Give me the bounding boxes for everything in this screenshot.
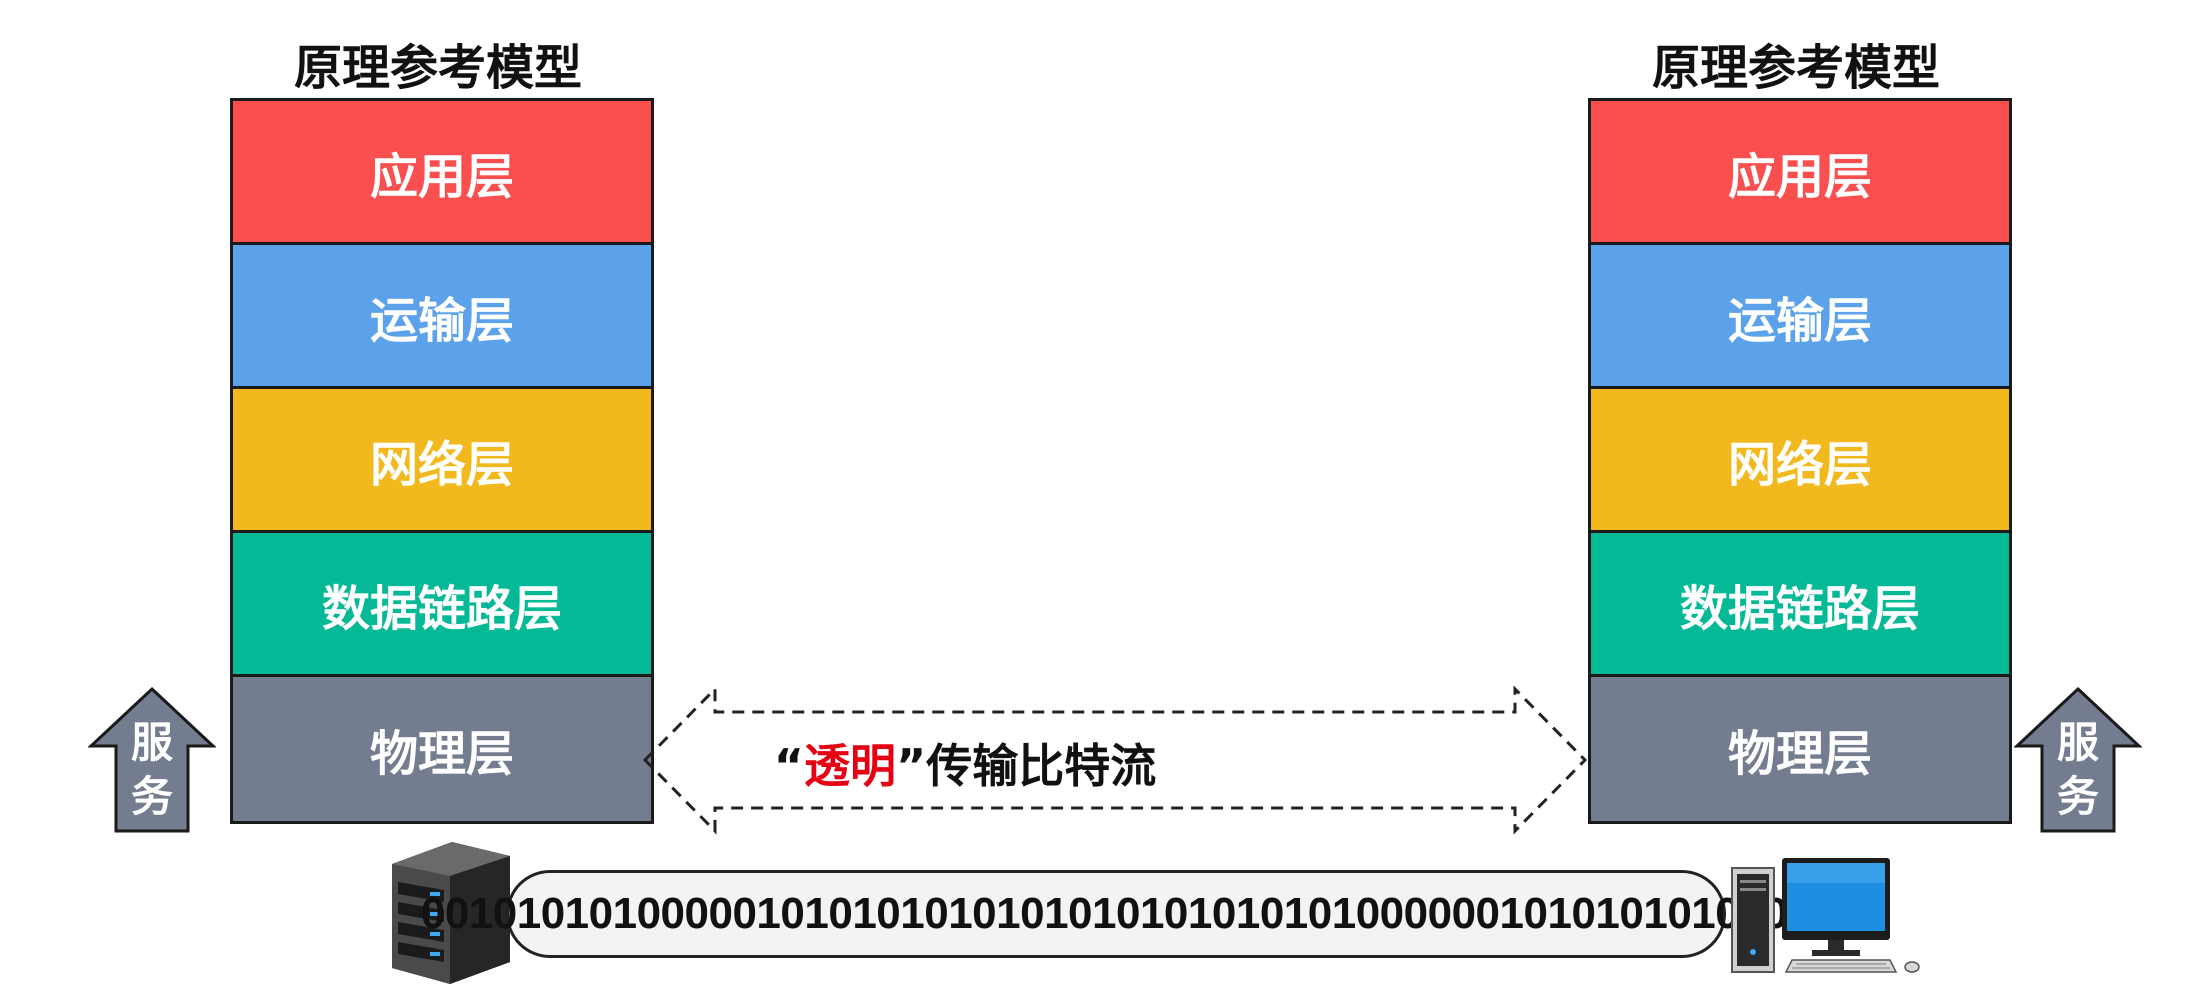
left-network-layer: 网络层 bbox=[233, 389, 651, 533]
quote-open: “ bbox=[773, 739, 804, 793]
left-stack-title: 原理参考模型 bbox=[293, 40, 582, 96]
bitstream-text: 0010101010000010101010101010101010101010… bbox=[420, 889, 1812, 938]
right-service-arrow: 服 务 bbox=[2013, 686, 2143, 834]
right-physical-layer: 物理层 bbox=[1591, 677, 2009, 821]
left-datalink-layer: 数据链路层 bbox=[233, 533, 651, 677]
right-transport-layer: 运输层 bbox=[1591, 245, 2009, 389]
left-application-layer: 应用层 bbox=[233, 101, 651, 245]
left-reference-model-stack: 应用层 运输层 网络层 数据链路层 物理层 bbox=[230, 98, 654, 824]
service-label-line2: 务 bbox=[2056, 772, 2099, 821]
double-headed-dashed-arrow bbox=[642, 685, 1588, 835]
desktop-computer-icon bbox=[1731, 858, 1920, 973]
left-service-arrow: 服 务 bbox=[87, 686, 217, 834]
right-reference-model-stack: 应用层 运输层 网络层 数据链路层 物理层 bbox=[1588, 98, 2012, 824]
transparent-highlight: 透明 bbox=[804, 739, 896, 793]
bitstream-pipe: 0010101010000010101010101010101010101010… bbox=[421, 870, 1812, 958]
right-network-layer: 网络层 bbox=[1591, 389, 2009, 533]
left-transport-layer: 运输层 bbox=[233, 245, 651, 389]
service-label-line1: 服 bbox=[2056, 718, 2099, 767]
up-arrow-icon bbox=[87, 686, 217, 833]
service-label-line2: 务 bbox=[130, 772, 173, 821]
right-stack-title: 原理参考模型 bbox=[1651, 40, 1940, 96]
quote-close: ” bbox=[896, 739, 927, 793]
right-datalink-layer: 数据链路层 bbox=[1591, 533, 2009, 677]
server-icon bbox=[392, 842, 510, 984]
transparent-transmission-label: “透明”传输比特流 bbox=[565, 730, 1365, 796]
left-physical-layer: 物理层 bbox=[233, 677, 651, 821]
service-label-line1: 服 bbox=[130, 718, 173, 767]
up-arrow-icon bbox=[2013, 686, 2143, 833]
transmission-text: 传输比特流 bbox=[926, 739, 1157, 793]
right-application-layer: 应用层 bbox=[1591, 101, 2009, 245]
